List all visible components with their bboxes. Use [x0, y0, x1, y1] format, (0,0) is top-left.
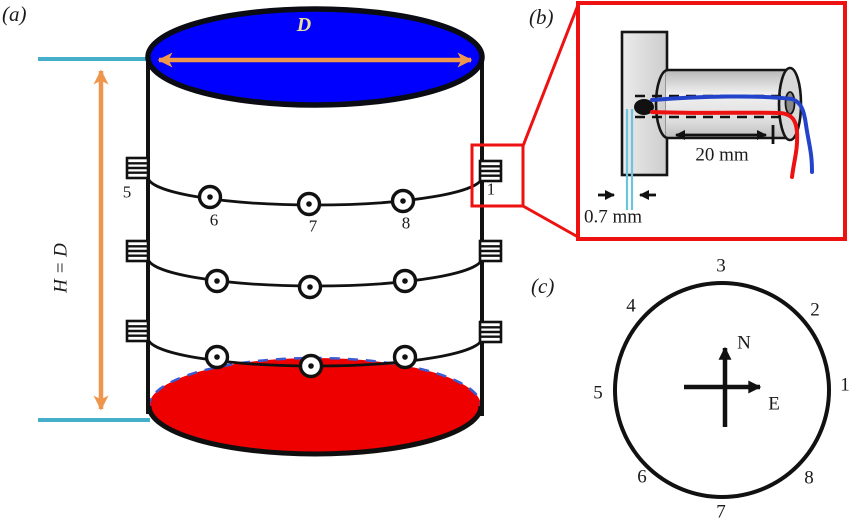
sensor-target-icon: [392, 268, 418, 294]
sensor-1-label: 1: [486, 179, 496, 199]
sensor-port-icon: [478, 320, 503, 344]
zoom-connector-bottom: [522, 204, 579, 239]
tank-top-plate: [145, 6, 485, 108]
sensor-target-icon: [298, 353, 324, 379]
thermistor-bead-icon: [634, 99, 654, 115]
sensor-target-icon: [297, 274, 323, 300]
compass-position-1-label: 1: [840, 374, 850, 396]
panel-b-inset: [576, 1, 847, 241]
probe-depth-label: 20 mm: [695, 144, 749, 166]
compass-position-4-label: 4: [626, 295, 636, 317]
sensor-5-label: 5: [122, 182, 132, 202]
compass-position-8-label: 8: [804, 467, 814, 489]
panel-b-label: (b): [529, 5, 554, 29]
zoom-highlight-box: [470, 143, 525, 208]
panel-c-label: (c): [531, 274, 555, 298]
zoom-linkage: [470, 4, 580, 239]
zoom-connector-top: [521, 4, 580, 147]
sensor-target-icon: [204, 268, 230, 294]
tank-bottom-edge: [146, 405, 484, 457]
sensor-port-icon: [125, 319, 150, 343]
gap-width-label: 0.7 mm: [583, 206, 643, 228]
inset-probe-hole: [784, 91, 796, 115]
sensor-target-icon: [296, 191, 322, 217]
compass-position-5-label: 5: [593, 382, 603, 404]
sensor-target-icon: [392, 344, 418, 370]
sensor-port-icon: [478, 159, 503, 183]
height-label: H = D: [50, 243, 72, 293]
sensor-7-label: 7: [308, 216, 318, 236]
wire-blue: [650, 94, 814, 174]
inset-probe-rim: [654, 68, 669, 140]
sensor-8-label: 8: [401, 213, 411, 233]
inset-probe-body: [666, 70, 790, 138]
sensor-6-label: 6: [209, 210, 219, 230]
compass-position-3-label: 3: [716, 255, 726, 277]
compass-position-2-label: 2: [810, 299, 820, 321]
sensor-target-icon: [204, 344, 230, 370]
sensor-port-icon: [478, 239, 503, 263]
panel-a-cell: [38, 6, 503, 457]
diameter-label: D: [296, 14, 312, 36]
sensor-target-icon: [390, 188, 416, 214]
north-label: N: [737, 332, 751, 354]
sensor-port-icon: [125, 239, 150, 263]
east-label: E: [768, 393, 780, 415]
compass-position-6-label: 6: [637, 466, 647, 488]
sensor-port-icon: [125, 156, 150, 180]
panel-c-compass: [613, 281, 831, 499]
panel-a-label: (a): [2, 2, 27, 26]
wire-red: [650, 110, 800, 179]
compass-circle: [613, 281, 831, 499]
sensor-target-icon: [197, 184, 223, 210]
compass-position-7-label: 7: [716, 501, 726, 523]
